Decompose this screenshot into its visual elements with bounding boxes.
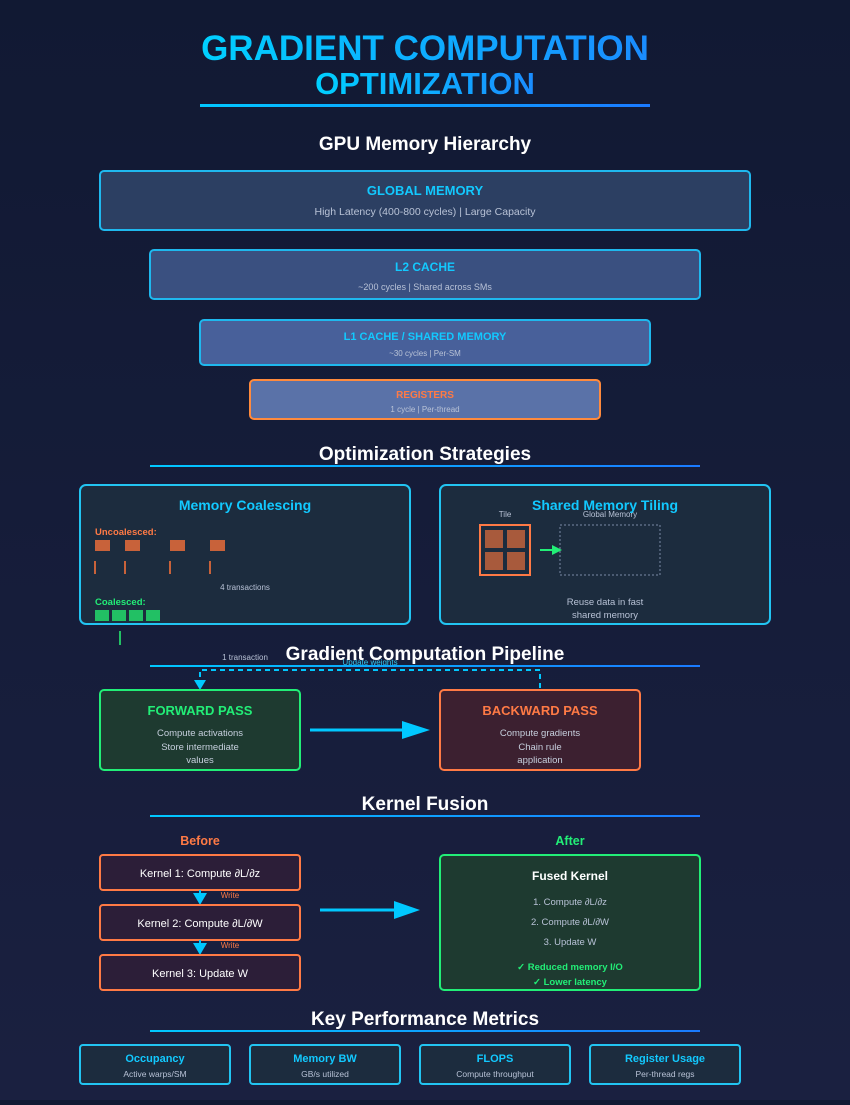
tiling-title: Shared Memory Tiling bbox=[532, 497, 678, 513]
title-underline bbox=[200, 104, 650, 107]
metric-name: Memory BW bbox=[293, 1053, 357, 1065]
tile-cell bbox=[485, 552, 503, 570]
memory-level-name: GLOBAL MEMORY bbox=[367, 183, 484, 198]
uncoalesced-block bbox=[170, 540, 185, 551]
uncoalesced-note: 4 transactions bbox=[220, 583, 270, 592]
tile-label: Tile bbox=[499, 510, 512, 519]
fused-kernel-benefit: ✓ Lower latency bbox=[533, 977, 608, 988]
fused-kernel-step: 2. Compute ∂L/∂W bbox=[531, 917, 609, 928]
metric-card-flops: FLOPS Compute throughput bbox=[419, 1044, 571, 1085]
uncoalesced-block bbox=[210, 540, 225, 551]
update-weights-loop bbox=[199, 669, 541, 688]
metrics-heading: Key Performance Metrics bbox=[311, 1009, 539, 1030]
kernel-box: Kernel 3: Update W bbox=[99, 954, 301, 991]
coalesced-block bbox=[146, 610, 160, 621]
uncoalesced-label: Uncoalesced: bbox=[95, 527, 157, 538]
forward-to-backward-arrow-head bbox=[402, 721, 430, 739]
uncoalesced-block bbox=[95, 540, 110, 551]
uncoalesced-block bbox=[125, 540, 140, 551]
metric-card-memory-bw: Memory BW GB/s utilized bbox=[249, 1044, 401, 1085]
memory-level-desc: High Latency (400-800 cycles) | Large Ca… bbox=[314, 206, 536, 218]
kernel-label: Kernel 2: Compute ∂L/∂W bbox=[137, 918, 263, 930]
metric-card-register-usage: Register Usage Per-thread regs bbox=[589, 1044, 741, 1085]
update-weights-arrow-head bbox=[194, 680, 206, 690]
metric-desc: Compute throughput bbox=[456, 1069, 534, 1079]
before-label: Before bbox=[180, 834, 220, 848]
metric-card-occupancy: Occupancy Active warps/SM bbox=[79, 1044, 231, 1085]
kernel-label: Kernel 1: Compute ∂L/∂z bbox=[140, 868, 260, 880]
backward-pass-line: Chain rule bbox=[518, 742, 561, 753]
forward-pass-line: Compute activations bbox=[157, 728, 243, 739]
shared-memory-tiling-panel: Global Memory Shared Memory Tiling Tile … bbox=[439, 484, 771, 625]
title-line-2: OPTIMIZATION bbox=[315, 66, 535, 101]
metrics-underline bbox=[150, 1030, 700, 1032]
tiling-caption: shared memory bbox=[572, 610, 638, 621]
tiling-arrow-head bbox=[552, 545, 562, 555]
title-line-1: GRADIENT COMPUTATION bbox=[201, 29, 649, 68]
tile-outline bbox=[479, 524, 531, 576]
kernel-box: Kernel 1: Compute ∂L/∂z bbox=[99, 854, 301, 891]
pipeline-heading: Gradient Computation Pipeline bbox=[286, 644, 565, 665]
metric-desc: Active warps/SM bbox=[123, 1069, 186, 1079]
forward-pass-title: FORWARD PASS bbox=[148, 703, 253, 718]
memory-level-name: L1 CACHE / SHARED MEMORY bbox=[344, 331, 507, 343]
memory-hierarchy-heading: GPU Memory Hierarchy bbox=[319, 134, 532, 155]
tile-cell bbox=[507, 530, 525, 548]
kernel-write-label: Write bbox=[221, 891, 240, 900]
update-weights-label: Update weights bbox=[342, 658, 397, 667]
after-label: After bbox=[555, 834, 584, 848]
kernel-box: Kernel 2: Compute ∂L/∂W bbox=[99, 904, 301, 941]
memory-level-l1: L1 CACHE / SHARED MEMORY ~30 cycles | Pe… bbox=[199, 319, 651, 366]
pipeline-underline bbox=[150, 665, 700, 667]
fusion-arrow-head bbox=[394, 901, 420, 919]
tiling-caption: Reuse data in fast bbox=[567, 597, 644, 608]
fused-kernel-benefit: ✓ Reduced memory I/O bbox=[517, 962, 623, 973]
fused-kernel-title: Fused Kernel bbox=[532, 869, 608, 883]
memory-level-name: REGISTERS bbox=[396, 390, 454, 401]
tile-cell bbox=[485, 530, 503, 548]
kernel-write-label: Write bbox=[221, 941, 240, 950]
metric-name: Occupancy bbox=[125, 1053, 185, 1065]
coalesced-block bbox=[95, 610, 109, 621]
coalesced-note: 1 transaction bbox=[222, 653, 268, 662]
kernel-fusion-heading: Kernel Fusion bbox=[362, 794, 489, 815]
backward-pass-box: BACKWARD PASS Compute gradients Chain ru… bbox=[439, 689, 641, 771]
fused-kernel-step: 3. Update W bbox=[544, 937, 597, 948]
coalesced-label: Coalesced: bbox=[95, 597, 146, 608]
backward-pass-title: BACKWARD PASS bbox=[482, 703, 598, 718]
metric-desc: GB/s utilized bbox=[301, 1069, 349, 1079]
memory-level-l2: L2 CACHE ~200 cycles | Shared across SMs bbox=[149, 249, 701, 300]
strategies-heading: Optimization Strategies bbox=[319, 444, 531, 465]
kernel-label: Kernel 3: Update W bbox=[152, 968, 249, 980]
memory-level-desc: ~30 cycles | Per-SM bbox=[389, 349, 461, 358]
metric-name: Register Usage bbox=[625, 1053, 705, 1065]
memory-level-name: L2 CACHE bbox=[395, 260, 455, 274]
memory-level-global: GLOBAL MEMORY High Latency (400-800 cycl… bbox=[99, 170, 751, 231]
coalesced-block bbox=[112, 610, 126, 621]
forward-pass-box: FORWARD PASS Compute activations Store i… bbox=[99, 689, 301, 771]
backward-pass-line: application bbox=[517, 755, 562, 766]
fused-kernel-step: 1. Compute ∂L/∂z bbox=[533, 897, 607, 908]
memory-level-desc: 1 cycle | Per-thread bbox=[390, 405, 459, 414]
tile-cell bbox=[507, 552, 525, 570]
memory-coalescing-panel: Memory Coalescing Uncoalesced: 4 transac… bbox=[79, 484, 411, 625]
forward-pass-line: values bbox=[186, 755, 214, 766]
memory-level-desc: ~200 cycles | Shared across SMs bbox=[358, 282, 492, 292]
metric-desc: Per-thread regs bbox=[635, 1069, 694, 1079]
global-memory-region bbox=[559, 524, 661, 576]
kernel-fusion-underline bbox=[150, 815, 700, 817]
kernel-write-arrow-head bbox=[193, 943, 207, 955]
coalesced-block bbox=[129, 610, 143, 621]
tiling-global-label: Global Memory bbox=[583, 510, 637, 519]
metric-name: FLOPS bbox=[477, 1053, 514, 1065]
memory-level-registers: REGISTERS 1 cycle | Per-thread bbox=[249, 379, 601, 420]
fused-kernel-box: Fused Kernel 1. Compute ∂L/∂z 2. Compute… bbox=[439, 854, 701, 991]
kernel-write-arrow-head bbox=[193, 893, 207, 905]
memory-coalescing-title: Memory Coalescing bbox=[179, 497, 311, 513]
forward-pass-line: Store intermediate bbox=[161, 742, 239, 753]
backward-pass-line: Compute gradients bbox=[500, 728, 581, 739]
strategies-underline bbox=[150, 465, 700, 467]
